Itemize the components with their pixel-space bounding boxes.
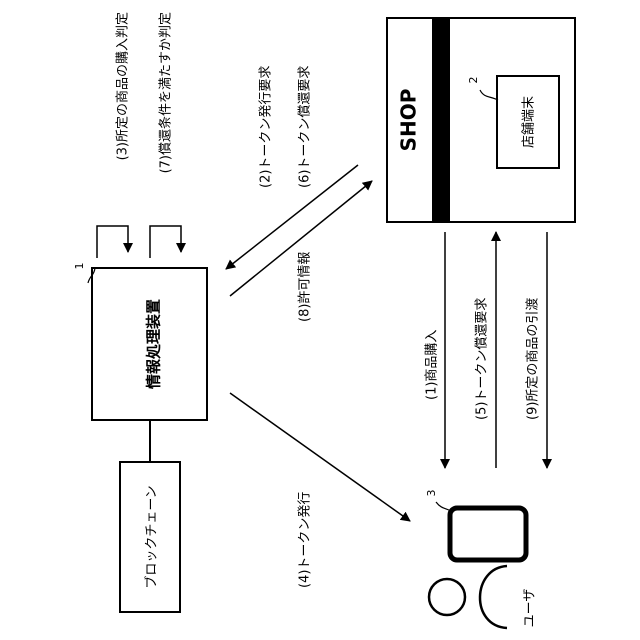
- user-person-icon: [429, 566, 507, 628]
- blockchain-label: ブロックチェーン: [144, 485, 160, 588]
- store-terminal-label: 店舗端末: [522, 96, 537, 148]
- user-label: ユーザ: [523, 589, 538, 628]
- store-terminal-node: 店舗端末: [497, 76, 559, 168]
- self-loop-3: [97, 226, 128, 258]
- step-4-label: (4)トークン発行: [298, 492, 313, 588]
- step-5-label: (5)トークン償還要求: [475, 298, 490, 420]
- self-loop-7: [150, 226, 181, 258]
- user-device-ref: 3: [425, 490, 452, 513]
- store-terminal-ref-number: 2: [467, 77, 480, 84]
- shop-label: SHOP: [397, 89, 421, 152]
- step-2-label: (2)トークン発行要求: [259, 66, 274, 188]
- smartphone-icon: [450, 508, 526, 560]
- step-8-label: (8)許可情報: [298, 252, 313, 322]
- step-6-label: (6)トークン償還要求: [298, 66, 313, 188]
- info-device-ref-number: 1: [73, 263, 86, 270]
- arrow-to-user-4: [230, 393, 410, 521]
- blockchain-node: ブロックチェーン: [120, 462, 180, 612]
- info-device-label: 情報処理装置: [145, 299, 163, 389]
- step-9-label: (9)所定の商品の引渡: [525, 298, 541, 420]
- user-device-ref-number: 3: [425, 490, 438, 497]
- step-3-label: (3)所定の商品の購入判定: [116, 12, 131, 160]
- info-device-node: 情報処理装置: [92, 268, 207, 420]
- arrow-to-device-2-6: [226, 165, 358, 269]
- step-7-label: (7)償還条件を満たすか判定: [158, 12, 174, 173]
- step-1-label: (1)商品購入: [425, 330, 440, 400]
